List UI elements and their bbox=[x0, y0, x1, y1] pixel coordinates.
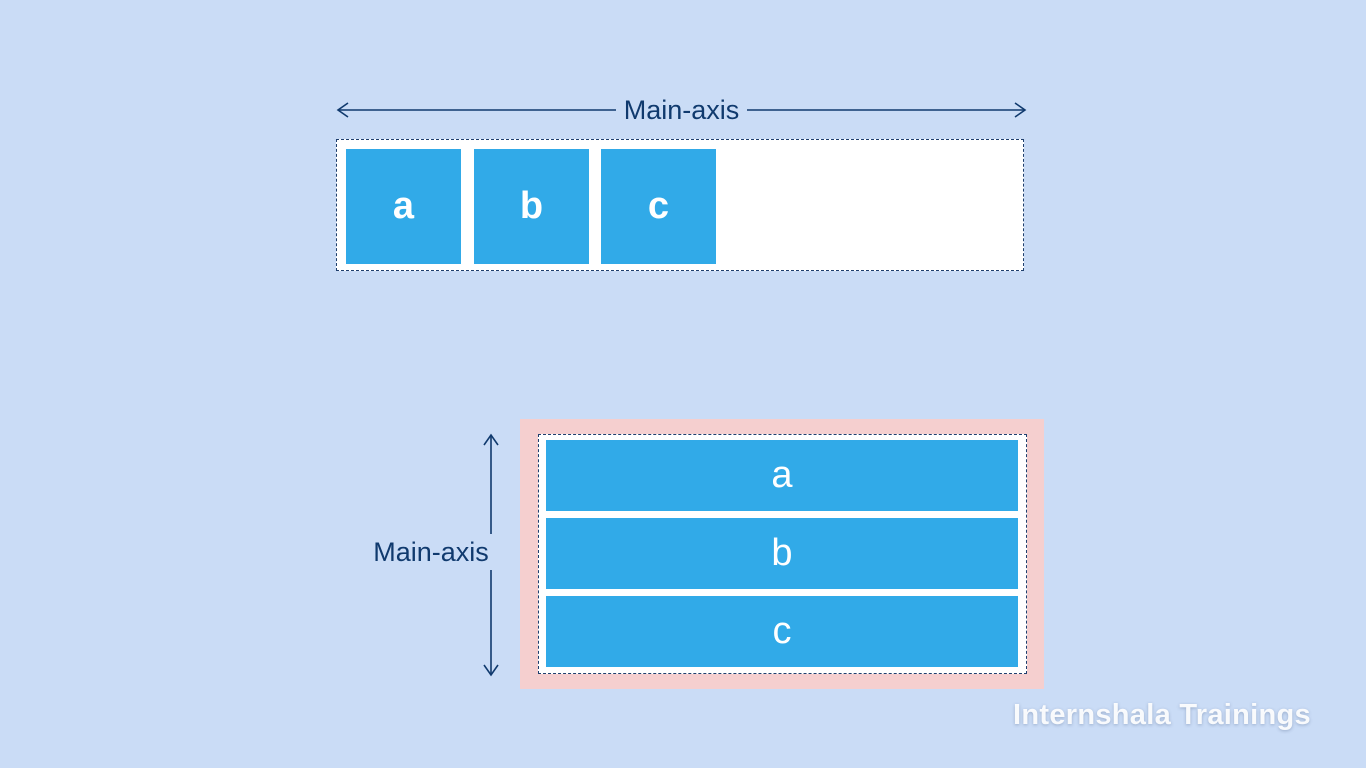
watermark: Internshala Trainings bbox=[1013, 699, 1311, 731]
column-item-b: b bbox=[546, 518, 1018, 589]
main-axis-label-top: Main-axis bbox=[615, 95, 748, 125]
main-axis-horizontal: Main-axis bbox=[335, 95, 1028, 125]
row-item-b: b bbox=[474, 149, 589, 264]
row-item-a: a bbox=[346, 149, 461, 264]
flex-column-container: a b c bbox=[538, 434, 1027, 674]
column-item-c: c bbox=[546, 596, 1018, 667]
column-item-a: a bbox=[546, 440, 1018, 511]
main-axis-label-left: Main-axis bbox=[356, 534, 506, 570]
flex-row-container: a b c bbox=[336, 139, 1024, 271]
row-item-c: c bbox=[601, 149, 716, 264]
